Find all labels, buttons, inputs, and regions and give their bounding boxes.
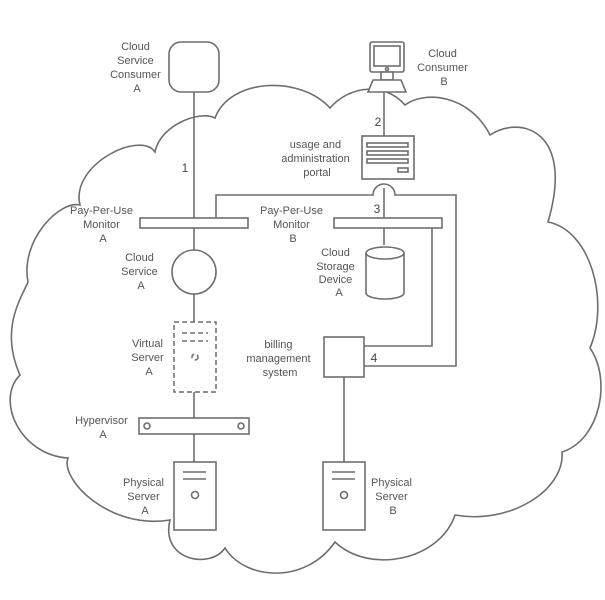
physical-server-a-icon[interactable] <box>173 461 217 531</box>
label-hypervisor-a: Hypervisor A <box>75 415 131 441</box>
cloud-outline <box>9 84 602 574</box>
label-monitor-a: Pay-Per-Use Monitor A <box>70 205 136 245</box>
billing-management-system-box[interactable] <box>323 336 365 378</box>
label-physical-b: Physical Server B <box>371 477 415 517</box>
cloud-service-circle-icon[interactable] <box>171 249 217 295</box>
label-billing: billing management system <box>246 339 313 379</box>
label-cloud-service-a: Cloud Service A <box>121 252 161 292</box>
hypervisor-a-bar[interactable] <box>138 417 250 435</box>
line-monitor-b-to-billing <box>364 228 433 347</box>
storage-cylinder-icon[interactable] <box>365 246 405 300</box>
pay-per-use-monitor-a-bar[interactable] <box>139 217 249 229</box>
physical-server-b-icon[interactable] <box>322 461 366 531</box>
step-number-1: 1 <box>182 161 189 175</box>
step-number-4: 4 <box>371 351 378 365</box>
workstation-icon[interactable] <box>366 41 408 93</box>
label-storage-a: Cloud Storage Device A <box>316 247 358 299</box>
pay-per-use-monitor-b-bar[interactable] <box>333 217 443 229</box>
label-consumer-a: Cloud Service Consumer A <box>110 41 164 95</box>
label-consumer-b: Cloud Consumer B <box>417 48 471 88</box>
label-physical-a: Physical Server A <box>123 477 167 517</box>
step-number-2: 2 <box>375 115 382 129</box>
label-virtual-server-a: Virtual Server A <box>131 338 166 378</box>
cloud-service-consumer-icon[interactable] <box>168 41 220 93</box>
step-number-3: 3 <box>374 202 381 216</box>
line-monitor-a-to-billing <box>215 183 457 367</box>
portal-form-icon[interactable] <box>361 135 415 180</box>
label-monitor-b: Pay-Per-Use Monitor B <box>260 205 326 245</box>
label-portal: usage and administration portal <box>281 139 353 179</box>
virtual-server-icon[interactable] <box>173 321 217 393</box>
